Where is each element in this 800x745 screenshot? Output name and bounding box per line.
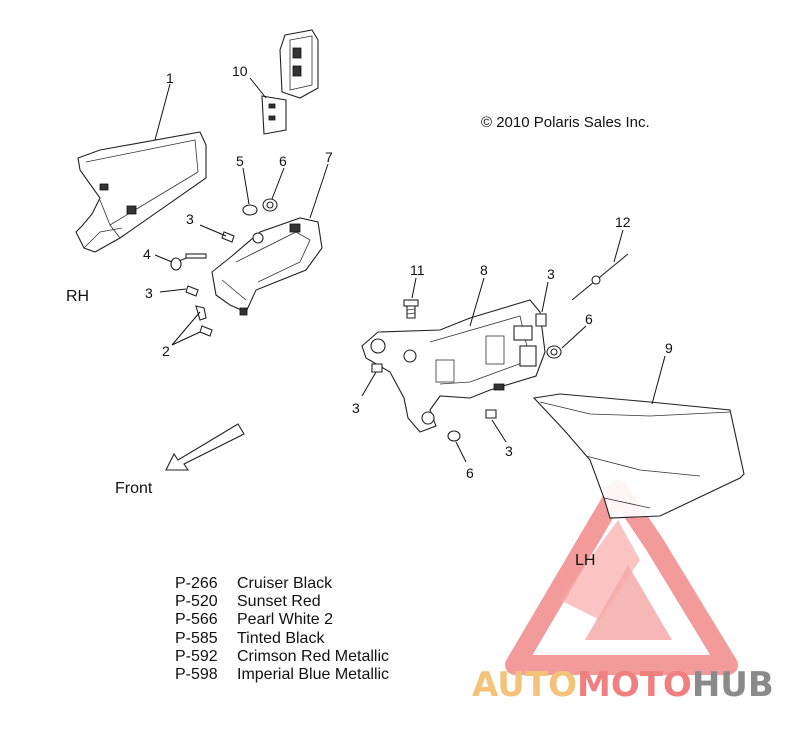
callout-1: 1 [166, 70, 174, 86]
legend-color-name: Tinted Black [237, 629, 325, 647]
legend-row: P-520 Sunset Red [175, 593, 389, 611]
legend-row: P-592 Crimson Red Metallic [175, 648, 389, 666]
legend-code: P-592 [175, 647, 218, 665]
legend-color-name: Pearl White 2 [237, 611, 334, 629]
legend-row: P-266 Cruiser Black [175, 575, 389, 593]
leader-3c [541, 281, 549, 313]
legend-row: P-585 Tinted Black [175, 630, 389, 648]
leader-10 [249, 77, 267, 99]
callout-3e: 3 [505, 443, 513, 459]
callout-3b: 3 [145, 285, 153, 301]
part-12-rod [571, 253, 629, 301]
front-arrow [165, 423, 245, 471]
leader-1 [154, 83, 171, 141]
legend-color-name: Crimson Red Metallic [237, 647, 390, 665]
leader-6b [561, 325, 587, 349]
hardware-rh [170, 198, 278, 337]
callout-7: 7 [325, 149, 333, 165]
leader-11 [411, 277, 417, 299]
lh-label: LH [575, 552, 595, 569]
legend-code: P-585 [175, 629, 218, 647]
legend-code: P-566 [175, 611, 218, 629]
callout-2: 2 [162, 343, 170, 359]
legend-code: P-598 [175, 666, 218, 684]
part-9-lh-side-panel [532, 393, 745, 519]
part-10-switch-bracket [261, 29, 319, 135]
callout-6b: 6 [585, 311, 593, 327]
legend-color-name: Imperial Blue Metallic [237, 666, 390, 684]
watermark-moto: MOTO [577, 665, 692, 705]
legend-color-name: Cruiser Black [237, 575, 333, 592]
leader-8 [469, 277, 485, 327]
part-7-rh-bracket [211, 217, 323, 316]
watermark-logo [505, 480, 738, 675]
callout-12: 12 [615, 214, 631, 230]
leader-7 [309, 163, 329, 219]
part-8-lh-bracket [361, 299, 546, 433]
leader-5 [242, 167, 250, 205]
copyright-notice: © 2010 Polaris Sales Inc. [481, 114, 650, 131]
callout-8: 8 [480, 262, 488, 278]
front-label: Front [115, 480, 153, 497]
callout-3a: 3 [186, 211, 194, 227]
leader-12 [613, 229, 624, 263]
leader-2 [171, 311, 201, 346]
leader-6a [271, 167, 285, 200]
callout-10: 10 [232, 63, 248, 79]
hardware-lh [371, 313, 562, 442]
legend-row: P-598 Imperial Blue Metallic [175, 666, 389, 684]
watermark-text: AUTOMOTOHUB [472, 665, 774, 705]
callout-6c: 6 [466, 465, 474, 481]
leader-4 [154, 254, 173, 263]
legend-row: P-566 Pearl White 2 [175, 611, 389, 629]
callout-9: 9 [665, 340, 673, 356]
rh-label: RH [66, 288, 89, 305]
callout-6a: 6 [279, 153, 287, 169]
leader-3a [199, 224, 227, 237]
part-1-rh-side-panel [75, 131, 207, 253]
legend-color-name: Sunset Red [237, 593, 321, 611]
leader-3b [159, 288, 187, 293]
legend-code: P-520 [175, 593, 218, 611]
leader-9 [651, 355, 666, 405]
legend-code: P-266 [175, 575, 218, 592]
callout-4: 4 [143, 246, 151, 262]
watermark-hub: HUB [692, 665, 774, 705]
leader-3e [491, 419, 507, 443]
callout-11: 11 [410, 262, 425, 278]
watermark-auto: AUTO [472, 665, 577, 705]
part-11-bolt [403, 299, 419, 319]
leader-3d [361, 371, 377, 397]
callout-3d: 3 [352, 400, 360, 416]
callout-5: 5 [236, 153, 244, 169]
leader-6c [455, 441, 467, 463]
callout-3c: 3 [547, 266, 555, 282]
